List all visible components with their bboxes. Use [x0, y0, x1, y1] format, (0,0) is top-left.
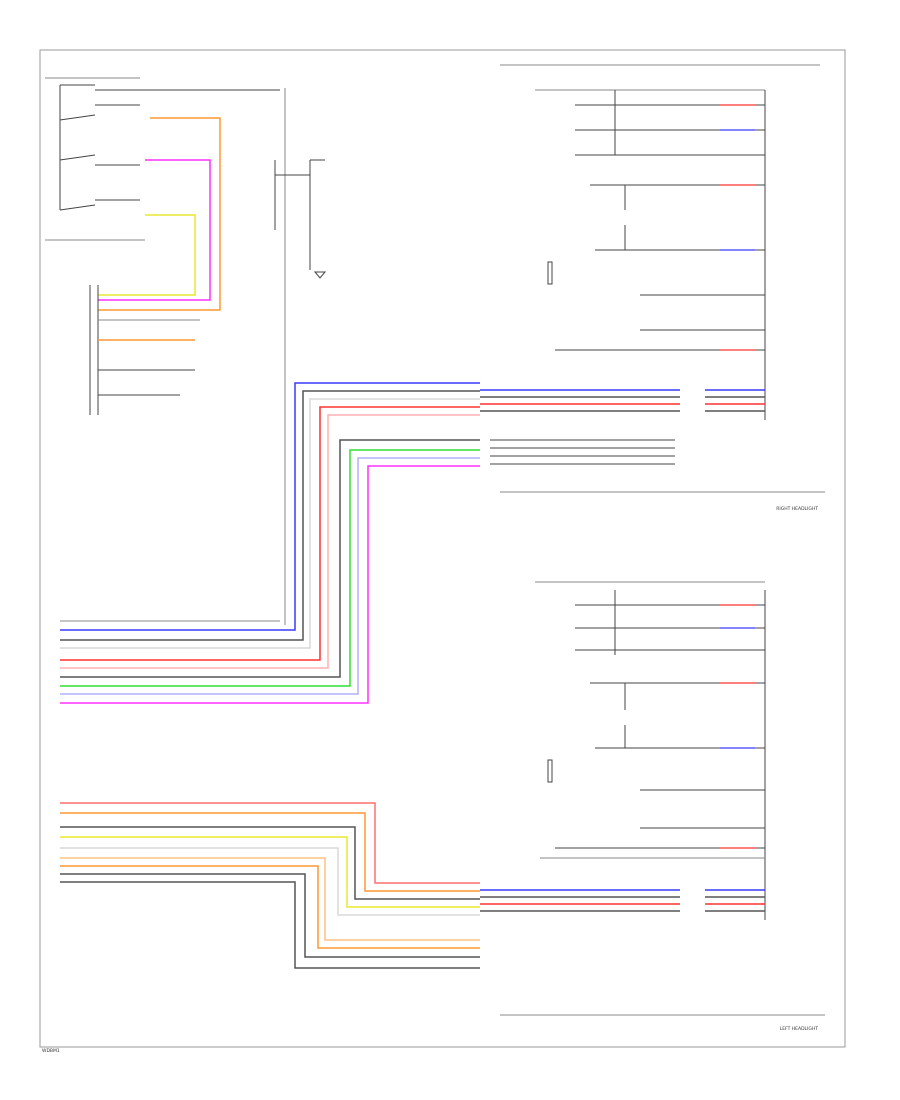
- right-headlight-title: RIGHT HEADLIGHT: [776, 506, 818, 512]
- switch-wires: [98, 117, 221, 311]
- right-headlight-module: [500, 64, 820, 420]
- left-control-connector: [480, 889, 825, 1016]
- right-control-connector: [480, 389, 825, 493]
- relay-block: [274, 88, 327, 625]
- footer-code: WDBM1: [42, 1048, 60, 1054]
- headlight-switch-block: [45, 77, 280, 241]
- upper-harness: [60, 382, 480, 704]
- left-headlight-title: LEFT HEADLIGHT: [780, 1026, 819, 1032]
- left-headlight-module: [535, 581, 766, 920]
- lower-harness: [60, 802, 480, 969]
- diagram-frame: [39, 49, 846, 1048]
- left-connector: [89, 285, 200, 415]
